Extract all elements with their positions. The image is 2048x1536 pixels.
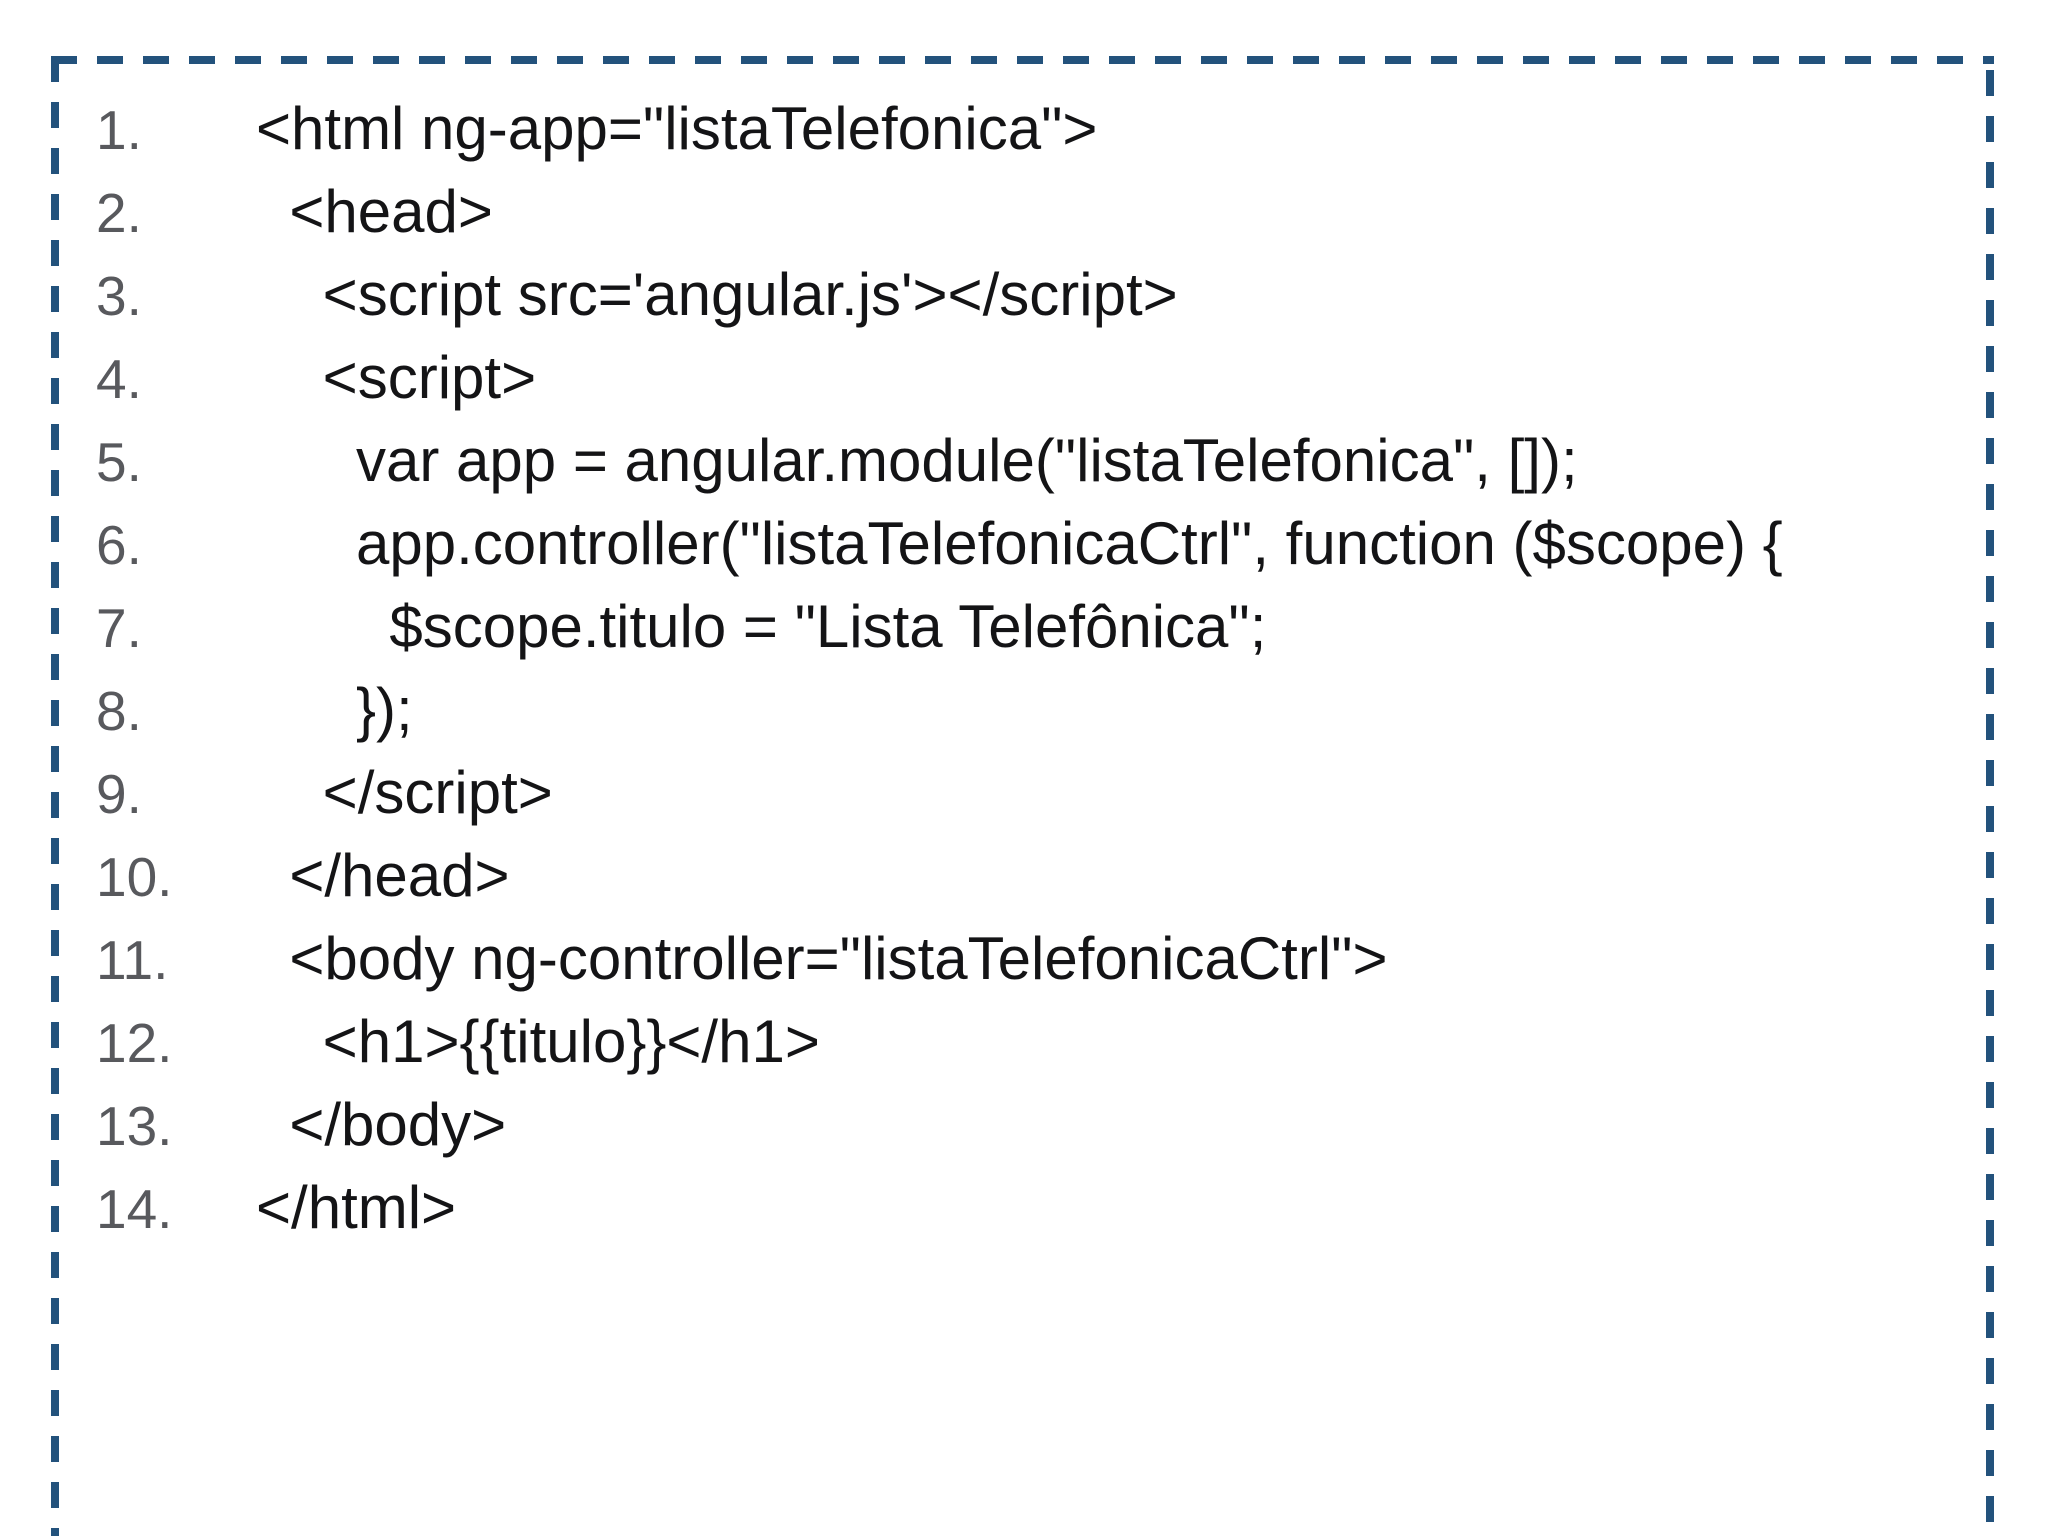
code-text: </html> xyxy=(256,1174,457,1241)
code-text: var app = angular.module("listaTelefonic… xyxy=(256,427,1578,494)
line-number: 12. xyxy=(96,1012,173,1074)
code-line: 7. $scope.titulo = "Lista Telefônica"; xyxy=(96,586,1994,669)
line-number: 4. xyxy=(96,348,142,410)
code-text: <body ng-controller="listaTelefonicaCtrl… xyxy=(256,925,1388,992)
line-number: 8. xyxy=(96,680,142,742)
line-number: 9. xyxy=(96,763,142,825)
line-number: 1. xyxy=(96,99,142,161)
code-line: 12. <h1>{{titulo}}</h1> xyxy=(96,1001,1994,1084)
code-text: }); xyxy=(256,676,413,743)
code-line: 10. </head> xyxy=(96,835,1994,918)
code-line: 11. <body ng-controller="listaTelefonica… xyxy=(96,918,1994,1001)
code-text: </body> xyxy=(256,1091,507,1158)
code-text: </script> xyxy=(256,759,553,826)
code-line: 6. app.controller("listaTelefonicaCtrl",… xyxy=(96,503,1994,586)
line-number: 7. xyxy=(96,597,142,659)
code-line: 13. </body> xyxy=(96,1084,1994,1167)
code-text: <html ng-app="listaTelefonica"> xyxy=(256,95,1098,162)
code-text: <script> xyxy=(256,344,537,411)
code-text: <h1>{{titulo}}</h1> xyxy=(256,1008,820,1075)
code-text: </head> xyxy=(256,842,510,909)
line-number: 10. xyxy=(96,846,173,908)
line-number: 3. xyxy=(96,265,142,327)
code-line: 1. <html ng-app="listaTelefonica"> xyxy=(96,88,1994,171)
code-text: <script src='angular.js'></script> xyxy=(256,261,1178,328)
code-text: <head> xyxy=(256,178,493,245)
dashed-border-left xyxy=(51,56,59,1536)
line-number: 5. xyxy=(96,431,142,493)
code-line: 2. <head> xyxy=(96,171,1994,254)
code-line: 9. </script> xyxy=(96,752,1994,835)
dashed-border-top xyxy=(51,56,1994,64)
line-number: 13. xyxy=(96,1095,173,1157)
line-number: 6. xyxy=(96,514,142,576)
line-number: 11. xyxy=(96,929,169,991)
code-line: 4. <script> xyxy=(96,337,1994,420)
code-line: 3. <script src='angular.js'></script> xyxy=(96,254,1994,337)
code-line: 8. }); xyxy=(96,669,1994,752)
code-line: 14. </html> xyxy=(96,1167,1994,1250)
line-number: 14. xyxy=(96,1178,173,1240)
dashed-border-right xyxy=(1986,70,1994,1536)
code-line: 5. var app = angular.module("listaTelefo… xyxy=(96,420,1994,503)
line-number: 2. xyxy=(96,182,142,244)
code-text: $scope.titulo = "Lista Telefônica"; xyxy=(256,593,1267,660)
code-block-container: 1. <html ng-app="listaTelefonica"> 2. <he… xyxy=(51,56,1994,1536)
code-text: app.controller("listaTelefonicaCtrl", fu… xyxy=(256,510,1783,577)
